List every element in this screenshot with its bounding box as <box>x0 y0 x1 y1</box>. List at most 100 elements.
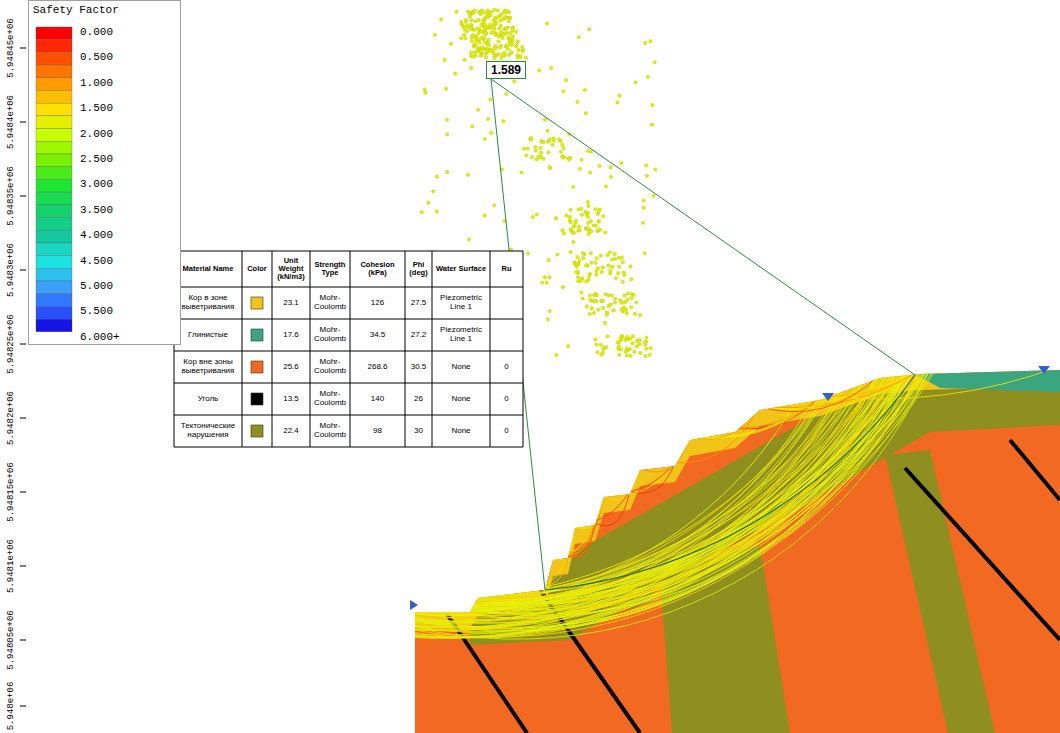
table-cell: Piezometric Line 1 <box>433 320 489 350</box>
slip-centre-dot <box>642 199 645 202</box>
slip-centre-dot <box>617 345 620 348</box>
slip-centre-dot <box>628 347 631 350</box>
slip-centre-dot <box>562 232 565 235</box>
material-swatch <box>251 329 263 341</box>
slip-centre-dot <box>484 32 487 35</box>
slip-centre-dot <box>530 155 533 158</box>
slip-centre-dot <box>476 27 479 30</box>
table-cell: 34.5 <box>351 320 404 350</box>
slip-surface <box>600 466 640 493</box>
slip-centre-dot <box>586 149 589 152</box>
slip-centre-dot <box>468 15 471 18</box>
slip-centre-dot <box>494 33 497 36</box>
slip-surface <box>286 355 928 633</box>
table-cell: Mohr-Coulomb <box>311 384 349 414</box>
table-header: Ru <box>491 252 522 286</box>
slip-centre-dot <box>596 351 599 354</box>
slip-centre-dot <box>644 354 647 357</box>
slip-surface <box>636 436 690 472</box>
slip-centre-dot <box>600 353 603 356</box>
slip-centre-dot <box>560 143 563 146</box>
slip-centre-dot <box>645 174 648 177</box>
slip-centre-dot <box>623 273 626 276</box>
table-header: Phi (deg) <box>406 252 431 286</box>
slip-centre-dot <box>590 261 593 264</box>
slip-centre-dot <box>603 321 606 324</box>
slip-centre-dot <box>504 15 507 18</box>
slip-centre-dot <box>561 155 564 158</box>
slip-surface <box>686 406 760 439</box>
slip-surface <box>564 493 604 554</box>
slip-centre-dot <box>586 200 589 203</box>
slip-centre-dot <box>625 347 628 350</box>
slip-centre-dot <box>420 211 423 214</box>
slip-centre-dot <box>572 240 575 243</box>
table-cell: 30.5 <box>406 352 431 382</box>
slip-centre-dot <box>477 18 480 21</box>
slip-centre-dot <box>439 18 442 21</box>
slip-centre-dot <box>595 273 598 276</box>
slip-centre-dot <box>599 343 602 346</box>
slip-centre-dot <box>511 26 514 29</box>
slip-centre-dot <box>516 40 519 43</box>
slip-centre-dot <box>620 308 623 311</box>
slip-centre-dot <box>493 56 496 59</box>
slip-centre-dot <box>547 151 550 154</box>
slip-centre-dot <box>597 220 600 223</box>
slip-centre-dot <box>469 51 472 54</box>
material-name: Кор вне зоны выветривания <box>175 352 241 382</box>
axis-label: 5.94835e+06 <box>5 156 17 236</box>
slip-centre-dot <box>545 22 548 25</box>
slip-centre-dot <box>500 56 503 59</box>
slip-centre-dot <box>595 257 598 260</box>
legend-swatch <box>36 268 72 281</box>
slip-centre-dot <box>463 26 466 29</box>
slip-centre-dot <box>483 214 486 217</box>
material-name: Тектонические нарушения <box>175 416 241 446</box>
slip-centre-dot <box>601 347 604 350</box>
slip-centre-dot <box>478 11 481 14</box>
water-marker <box>1038 366 1050 374</box>
clay-layer <box>915 368 1060 392</box>
table-body <box>174 287 523 447</box>
legend-swatch <box>36 78 72 91</box>
slip-centre-dot <box>598 164 601 167</box>
slip-centre-dot <box>607 294 610 297</box>
slip-centre-dot <box>562 147 565 150</box>
slip-centre-dot <box>621 280 624 283</box>
slip-centre-dot <box>609 175 612 178</box>
slip-centre-dot <box>631 335 634 338</box>
slip-centre-dot <box>561 155 564 158</box>
slip-centre-dot <box>433 33 436 36</box>
slip-centre-dot <box>631 342 634 345</box>
slip-centre-dot <box>561 228 564 231</box>
legend-value: 1.500 <box>80 102 113 115</box>
table-header: Water Surface <box>433 252 489 286</box>
slip-surface <box>686 396 820 438</box>
slip-centre-dot <box>559 150 562 153</box>
slip-centre-dot <box>449 42 452 45</box>
slip-centre-dot <box>423 88 426 91</box>
slip-centre-dot <box>630 306 633 309</box>
table-cell: 22.4 <box>273 416 309 446</box>
slip-centre-dot <box>597 308 600 311</box>
slip-centre-dot <box>474 54 477 57</box>
slip-centre-dot <box>576 100 579 103</box>
slip-centre-dot <box>487 38 490 41</box>
slip-centre-dot <box>626 298 629 301</box>
slip-centre-dot <box>494 18 497 21</box>
slip-centre-dot <box>485 12 488 15</box>
slip-centre-dot <box>581 297 584 300</box>
slip-centre-dot <box>459 37 462 40</box>
slip-centre-dot <box>507 20 510 23</box>
slip-centre-dot <box>535 213 538 216</box>
slip-surface <box>292 355 889 615</box>
slip-centre-dot <box>619 337 622 340</box>
slip-centre-dot <box>597 210 600 213</box>
slip-centre-dot <box>506 26 509 29</box>
slip-centre-dot <box>580 158 583 161</box>
slip-centre-dot <box>489 27 492 30</box>
slip-surface <box>549 521 595 559</box>
slip-centre-dot <box>604 185 607 188</box>
